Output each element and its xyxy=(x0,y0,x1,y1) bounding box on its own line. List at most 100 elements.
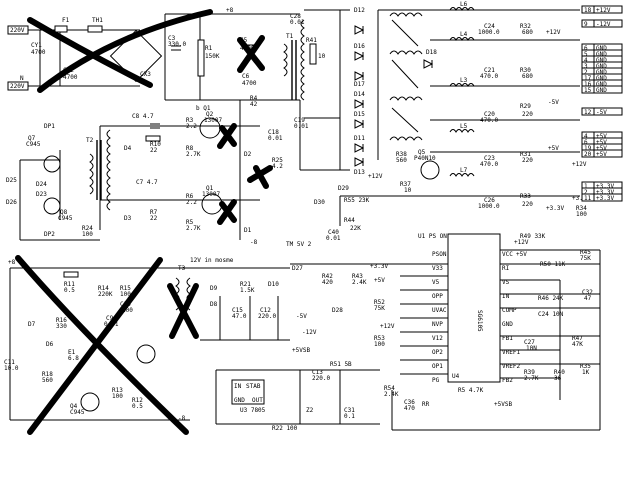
r15-value: 100 xyxy=(120,291,131,298)
r52-label: R52 xyxy=(374,299,385,306)
pin-v33: V33 xyxy=(432,265,443,272)
connector-net-box xyxy=(593,107,623,116)
dp2-label: DP2 xyxy=(44,231,55,238)
r11-value: 0.5 xyxy=(64,287,75,294)
net-p12-label: +12V xyxy=(546,29,561,36)
pin-vs: VS xyxy=(502,279,510,286)
inductor-l3 xyxy=(449,83,475,87)
cy1-label: CY1 xyxy=(31,42,42,49)
connector-net-box xyxy=(593,5,623,14)
c8-label: C8 4.7 xyxy=(132,113,154,120)
d15-label: D15 xyxy=(354,111,365,118)
inductor-l4 xyxy=(449,37,475,41)
resistor-r1 xyxy=(197,39,205,77)
d12-label: D12 xyxy=(354,7,365,14)
ic-sg6105 xyxy=(447,233,501,383)
d14-label: D14 xyxy=(354,91,365,98)
transistor-q7 xyxy=(43,155,61,173)
q7-label: Q7 xyxy=(28,135,36,142)
fuse-f1 xyxy=(54,25,68,33)
q8-value: C945 xyxy=(58,215,73,222)
cross-mark-r25 xyxy=(247,165,273,189)
diode-d12 xyxy=(354,25,365,35)
r47-value: 47K xyxy=(572,341,583,348)
r10-value: 22 xyxy=(150,147,158,154)
r14-value: 220K xyxy=(98,291,113,298)
connector-pin-number: 9 xyxy=(584,21,588,28)
r32-value: 680 xyxy=(522,29,533,36)
d30-label: D30 xyxy=(314,199,325,206)
transistor-q8 xyxy=(43,197,61,215)
inductor-l7 xyxy=(449,173,475,177)
connector-pin-number: 6 xyxy=(584,45,588,52)
standby-m8-label: -8 xyxy=(178,415,186,422)
c31-label: C31 xyxy=(344,407,355,414)
t1-label: T1 xyxy=(286,33,294,40)
connector-net-name: +5V xyxy=(596,139,607,146)
f1-label: F1 xyxy=(62,17,70,24)
r25-label: R25 xyxy=(272,157,283,164)
connector-net-box xyxy=(593,19,623,28)
d3-label: D3 xyxy=(124,215,132,222)
pin-op1: OP1 xyxy=(432,363,443,370)
thermistor-th1 xyxy=(87,25,103,33)
diode-d18 xyxy=(423,59,434,69)
pin-v12: V12 xyxy=(432,335,443,342)
u1-label: U1 PS ON xyxy=(418,233,447,240)
d13-label: D13 xyxy=(354,169,365,176)
transistor-q4 xyxy=(80,392,100,412)
c27-label: C27 xyxy=(524,339,535,346)
r43-label: R43 xyxy=(352,273,363,280)
r53-value: 100 xyxy=(374,341,385,348)
r30-value: 680 xyxy=(522,73,533,80)
r46-label: R46 24K xyxy=(538,295,564,302)
c15-label: C15 xyxy=(232,307,243,314)
z2-label: Z2 xyxy=(306,407,314,414)
u3-label: U3 7805 xyxy=(240,407,266,414)
c31-value: 0.1 xyxy=(344,413,355,420)
pin-nvp: NVP xyxy=(432,321,443,328)
connector-net-name: GND xyxy=(596,63,607,70)
c3-value: 330.0 xyxy=(168,41,186,48)
c7-label: C7 4.7 xyxy=(136,179,158,186)
c20-value: 470.0 xyxy=(480,117,498,124)
connector-net-box xyxy=(593,85,623,94)
d9-label: D9 xyxy=(210,285,218,292)
r45-value: 75K xyxy=(580,255,591,262)
p12-in-label: +12V xyxy=(380,323,395,330)
u3-in-pin: IN xyxy=(234,383,242,390)
c13-label: C13 xyxy=(312,369,323,376)
connector-pin-number: 6 xyxy=(584,139,588,146)
d4-label: D4 xyxy=(124,145,132,152)
pin-comp: COMP xyxy=(502,307,517,314)
r54-value: 2.4K xyxy=(384,391,399,398)
r42-value: 420 xyxy=(322,279,333,286)
q5-value: P40N10 xyxy=(414,155,436,162)
l5-label: L5 xyxy=(460,123,468,130)
connector-net-name: GND xyxy=(596,69,607,76)
t3-note: 12V in mosme xyxy=(190,257,234,264)
r6-value: 2.2 xyxy=(186,199,197,206)
r45-label: R45 xyxy=(580,249,591,256)
connector-pin-number: 15 xyxy=(584,87,592,94)
r44-label: R44 xyxy=(344,217,355,224)
connector-pin-number: 4 xyxy=(584,133,588,140)
d28-label: D28 xyxy=(332,307,343,314)
c36-label: C36 xyxy=(404,399,415,406)
c11-label: C11 xyxy=(4,359,15,366)
pin-vcc: VCC xyxy=(502,251,513,258)
connector-net-name: +5V xyxy=(596,145,607,152)
q2-label: Q2 xyxy=(206,111,214,118)
r39-label: R39 xyxy=(524,369,535,376)
r22-label: R22 100 xyxy=(272,425,298,432)
regulator-u3 xyxy=(231,379,265,405)
main-transformer-block: C5 4700 C6 4700 T1 R41 10 C28 0.01 xyxy=(240,9,350,171)
cross-mark-input-2 xyxy=(37,9,213,93)
c6-label: C6 xyxy=(242,73,250,80)
standby-p8-label: +8 xyxy=(8,259,16,266)
d29-label: D29 xyxy=(338,185,349,192)
c18-value: 0.01 xyxy=(268,135,283,142)
connector-net-name: GND xyxy=(596,45,607,52)
